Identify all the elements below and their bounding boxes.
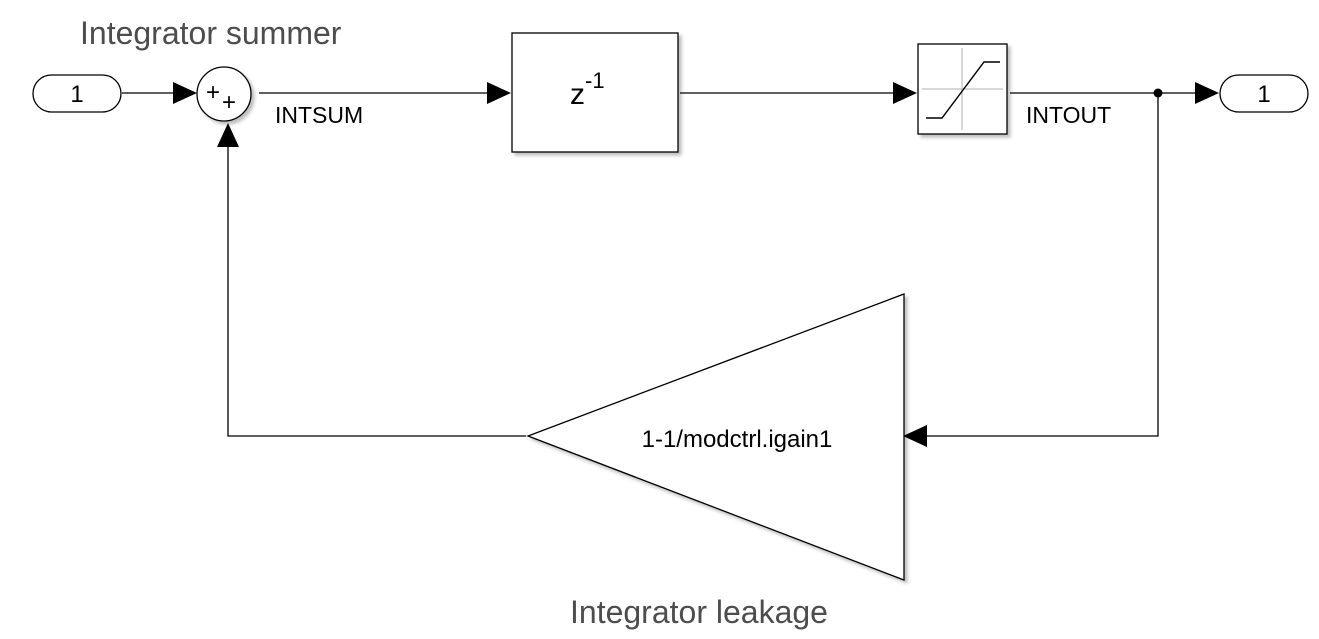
arrowheads [173, 82, 1219, 447]
gain-block[interactable]: 1-1/modctrl.igain1 [526, 293, 905, 581]
sum-sign-top: + [206, 79, 220, 106]
unit-delay-block[interactable]: z-1 [511, 32, 679, 153]
signal-lines [122, 88, 1202, 437]
saturation-icon [922, 48, 1003, 130]
branch-point [1153, 88, 1163, 98]
inport-label: 1 [70, 81, 83, 108]
intout-signal-label: INTOUT [1026, 102, 1111, 128]
wire-feedback-to-gain[interactable] [925, 93, 1159, 437]
inport-block[interactable]: 1 [32, 74, 122, 113]
intsum-signal-label: INTSUM [275, 102, 363, 128]
unit-delay-exponent: -1 [585, 68, 605, 93]
arrowhead-sum-bottom-input [217, 123, 239, 147]
arrowhead-delay-input [487, 82, 511, 104]
arrowhead-sum-input [173, 82, 197, 104]
arrowhead-outport-input [1195, 82, 1219, 104]
unit-delay-label: z-1 [570, 68, 605, 111]
outport-block[interactable]: 1 [1219, 74, 1309, 113]
arrowhead-gain-input [903, 425, 927, 447]
integrator-leakage-annotation: Integrator leakage [570, 594, 828, 630]
wire-gain-to-sum[interactable] [227, 147, 526, 437]
saturation-block[interactable] [917, 43, 1008, 135]
sum-block[interactable]: + + [196, 66, 252, 122]
unit-delay-base: z [570, 78, 585, 111]
gain-label: 1-1/modctrl.igain1 [642, 426, 833, 453]
sum-sign-bottom: + [222, 89, 236, 116]
arrowhead-saturation-input [893, 82, 917, 104]
outport-label: 1 [1257, 81, 1270, 108]
integrator-summer-annotation: Integrator summer [80, 15, 342, 51]
